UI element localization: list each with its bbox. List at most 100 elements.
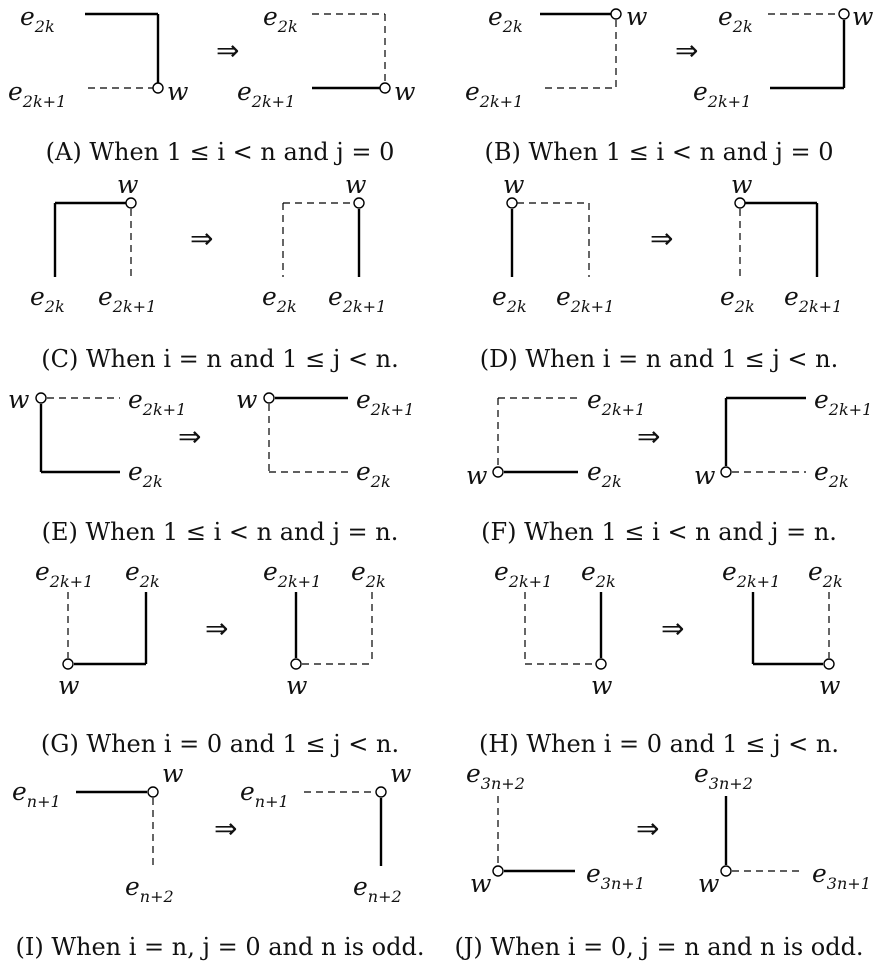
caption-B: (B) When 1 ≤ i < n and j = 0 — [484, 138, 833, 166]
diagram-F: w e2k+1 e2k w e2k+1 e2k — [466, 385, 872, 491]
caption-I: (I) When i = n, j = 0 and n is odd. — [16, 933, 425, 961]
label-w: w — [117, 170, 138, 199]
label-e2k-after: e2k — [263, 2, 298, 36]
label-w: w — [8, 385, 29, 414]
node-w-after — [720, 466, 732, 478]
label-e2k1: e2k+1 — [8, 77, 66, 111]
label-e2k: e2k — [128, 457, 163, 491]
label-e2k1-after: e2k+1 — [263, 557, 321, 591]
arrow-E: ⇒ — [178, 420, 201, 453]
label-w: w — [162, 759, 183, 788]
label-e2k-after: e2k — [814, 457, 849, 491]
label-e2k: e2k — [581, 557, 616, 591]
label-e2k-after: e2k — [808, 557, 843, 591]
label-e2k1: e2k+1 — [494, 557, 552, 591]
label-w-after: w — [819, 671, 840, 700]
label-e2k-after: e2k — [262, 282, 297, 316]
caption-E: (E) When 1 ≤ i < n and j = n. — [42, 518, 399, 546]
label-w: w — [466, 461, 487, 490]
label-e2k-after: e2k — [356, 457, 391, 491]
label-e3n2-after: e3n+2 — [694, 759, 753, 793]
arrow-A: ⇒ — [216, 34, 239, 67]
label-w: w — [591, 671, 612, 700]
label-w: w — [58, 671, 79, 700]
label-e2k-after: e2k — [720, 282, 755, 316]
node-w-after — [838, 8, 850, 20]
arrow-G: ⇒ — [205, 612, 228, 645]
label-w-after: w — [731, 170, 752, 199]
label-e2k1-after: e2k+1 — [328, 282, 386, 316]
node-w — [506, 197, 518, 209]
node-w-after — [720, 865, 732, 877]
label-e2k1: e2k+1 — [35, 557, 93, 591]
arrow-H: ⇒ — [661, 612, 684, 645]
label-e2k: e2k — [30, 282, 65, 316]
caption-A: (A) When 1 ≤ i < n and j = 0 — [46, 138, 395, 166]
arrow-D: ⇒ — [650, 222, 673, 255]
caption-C: (C) When i = n and 1 ≤ j < n. — [41, 345, 399, 373]
node-w-after — [375, 786, 387, 798]
node-w — [492, 466, 504, 478]
label-w-after: w — [852, 2, 873, 31]
label-w: w — [503, 170, 524, 199]
label-e2k1: e2k+1 — [465, 77, 523, 111]
node-w — [152, 82, 164, 94]
label-w-after: w — [286, 671, 307, 700]
label-w-after: w — [236, 385, 257, 414]
node-w-after — [823, 658, 835, 670]
label-w-after: w — [394, 77, 415, 106]
caption-F: (F) When 1 ≤ i < n and j = n. — [481, 518, 837, 546]
label-w-after: w — [698, 869, 719, 898]
label-e2k1: e2k+1 — [128, 385, 186, 419]
label-w: w — [626, 2, 647, 31]
label-e2k: e2k — [488, 2, 523, 36]
node-w — [62, 658, 74, 670]
label-en1-after: en+1 — [240, 777, 289, 811]
node-w-after — [290, 658, 302, 670]
label-e3n1: e3n+1 — [586, 859, 645, 893]
label-e2k1: e2k+1 — [556, 282, 614, 316]
node-w-after — [379, 82, 391, 94]
node-w — [595, 658, 607, 670]
label-en2: en+2 — [125, 872, 174, 906]
caption-J: (J) When i = 0, j = n and n is odd. — [454, 933, 863, 961]
node-w-after — [353, 197, 365, 209]
diagram-J: e3n+2 w e3n+1 e3n+2 w e3n+1 — [466, 759, 871, 898]
label-en2-after: en+2 — [353, 872, 402, 906]
label-e2k: e2k — [587, 457, 622, 491]
label-e2k: e2k — [20, 2, 55, 36]
label-w: w — [167, 77, 188, 106]
label-e3n2: e3n+2 — [466, 759, 525, 793]
label-w: w — [470, 869, 491, 898]
arrow-J: ⇒ — [636, 812, 659, 845]
label-e2k1-after: e2k+1 — [784, 282, 842, 316]
label-e2k1: e2k+1 — [98, 282, 156, 316]
node-w — [147, 786, 159, 798]
label-e2k: e2k — [125, 557, 160, 591]
label-w-after: w — [694, 461, 715, 490]
label-w-after: w — [390, 759, 411, 788]
arrow-B: ⇒ — [675, 34, 698, 67]
caption-G: (G) When i = 0 and 1 ≤ j < n. — [41, 730, 399, 758]
caption-H: (H) When i = 0 and 1 ≤ j < n. — [479, 730, 839, 758]
label-e2k1-after: e2k+1 — [814, 385, 872, 419]
label-e2k1: e2k+1 — [587, 385, 645, 419]
diagram-D: w e2k e2k+1 w e2k e2k+1 — [492, 170, 842, 316]
label-e2k1-after: e2k+1 — [356, 385, 414, 419]
diagram-E: w e2k+1 e2k w e2k+1 e2k — [8, 385, 414, 491]
caption-D: (D) When i = n and 1 ≤ j < n. — [480, 345, 838, 373]
arrow-I: ⇒ — [214, 812, 237, 845]
label-e2k-after: e2k — [351, 557, 386, 591]
node-w-after — [263, 392, 275, 404]
label-e2k: e2k — [492, 282, 527, 316]
label-e2k-after: e2k — [718, 2, 753, 36]
label-e3n1-after: e3n+1 — [812, 859, 871, 893]
label-e2k1-after: e2k+1 — [722, 557, 780, 591]
arrow-C: ⇒ — [190, 222, 213, 255]
diagram-H: e2k+1 e2k w e2k+1 e2k w — [494, 557, 843, 700]
